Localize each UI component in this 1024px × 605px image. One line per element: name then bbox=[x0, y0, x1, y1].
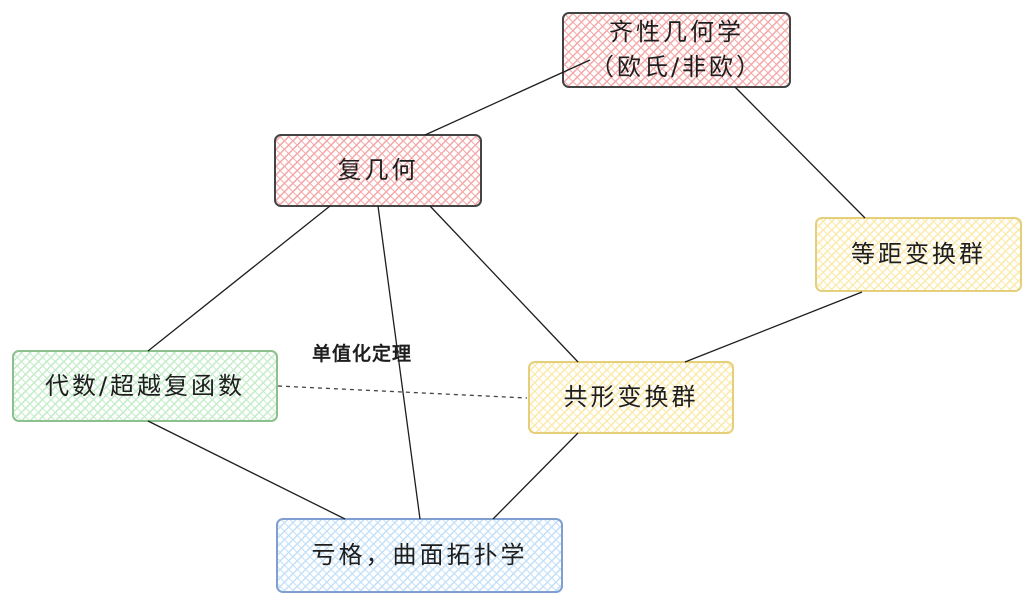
node-label: 亏格，曲面拓扑学 bbox=[311, 541, 528, 570]
edge-functions-conformal-dashed bbox=[277, 385, 528, 399]
edge-label-uniformization: 单值化定理 bbox=[312, 343, 413, 365]
node-label-line1: 齐性几何学 bbox=[609, 18, 744, 47]
node-label-line2: （欧氏/非欧） bbox=[589, 53, 764, 81]
node-label: 共形变换群 bbox=[563, 383, 699, 412]
node-functions: 代数/超越复函数 bbox=[13, 351, 277, 421]
node-complex-geometry: 复几何 bbox=[275, 135, 481, 206]
edge-complex-genus bbox=[377, 205, 421, 520]
node-homogeneous-geometry: 齐性几何学 （欧氏/非欧） bbox=[563, 13, 790, 87]
node-box-homogeneous[interactable] bbox=[562, 12, 791, 88]
node-isometry-group: 等距变换群 bbox=[816, 218, 1021, 291]
edge-complex-functions bbox=[147, 205, 331, 352]
node-label: 代数/超越复函数 bbox=[44, 371, 246, 400]
node-label: 复几何 bbox=[337, 156, 419, 185]
edge-functions-genus bbox=[147, 420, 346, 520]
node-box-functions[interactable] bbox=[12, 350, 278, 422]
edge-complex-homogeneous bbox=[424, 59, 591, 136]
node-label: 等距变换群 bbox=[851, 240, 986, 269]
node-conformal-group: 共形变换群 bbox=[529, 362, 733, 433]
node-box-isometry-group[interactable] bbox=[815, 217, 1022, 292]
edge-homogeneous-isometry bbox=[734, 86, 866, 219]
edge-conformal-genus bbox=[492, 432, 579, 520]
node-genus: 亏格，曲面拓扑学 bbox=[277, 519, 562, 592]
edge-complex-conformal bbox=[429, 205, 579, 363]
edge-isometry-conformal bbox=[684, 291, 863, 363]
node-box-conformal-group[interactable] bbox=[528, 361, 734, 434]
